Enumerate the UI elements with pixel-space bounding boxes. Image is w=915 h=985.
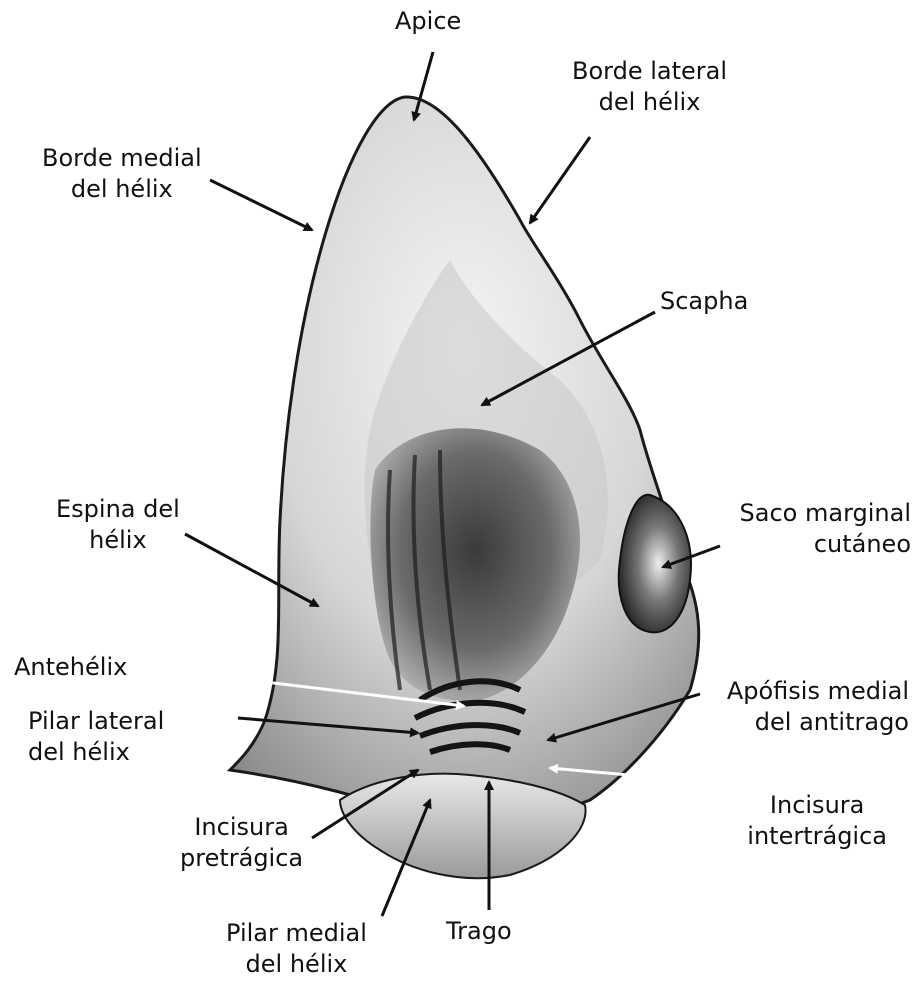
label-pilar-lateral-line2: del hélix: [28, 737, 164, 768]
label-scapha-line1: Scapha: [660, 286, 748, 317]
label-apofisis-line2: del antitrago: [727, 707, 909, 738]
label-incisura-pretragica-line1: Incisura: [180, 812, 303, 843]
label-borde-lateral-line1: Borde lateral: [572, 56, 727, 87]
label-saco-line1: Saco marginal: [740, 498, 911, 529]
label-incisura-intertragica-line2: intertrágica: [747, 821, 887, 852]
label-espina-line1: Espina del: [56, 494, 180, 525]
arrow-borde-lateral: [530, 137, 590, 223]
label-espina: Espina del hélix: [56, 494, 180, 556]
arrow-borde-medial: [210, 180, 312, 230]
label-incisura-intertragica-line1: Incisura: [747, 790, 887, 821]
label-incisura-intertragica: Incisura intertrágica: [747, 790, 887, 852]
label-pilar-medial-line1: Pilar medial: [226, 918, 367, 949]
label-incisura-pretragica: Incisura pretrágica: [180, 812, 303, 874]
label-apofisis-line1: Apófisis medial: [727, 676, 909, 707]
label-antehelix: Antehélix: [14, 652, 127, 683]
label-borde-lateral: Borde lateral del hélix: [572, 56, 727, 118]
label-borde-medial-line2: del hélix: [42, 174, 202, 205]
label-incisura-pretragica-line2: pretrágica: [180, 843, 303, 874]
label-espina-line2: hélix: [56, 525, 180, 556]
label-apofisis: Apófisis medial del antitrago: [727, 676, 909, 738]
label-pilar-lateral-line1: Pilar lateral: [28, 706, 164, 737]
label-borde-medial-line1: Borde medial: [42, 143, 202, 174]
label-trago-line1: Trago: [446, 916, 512, 947]
label-pilar-medial-line2: del hélix: [226, 949, 367, 980]
label-borde-lateral-line2: del hélix: [572, 87, 727, 118]
label-apice-line1: Apice: [395, 6, 461, 37]
label-saco: Saco marginal cutáneo: [740, 498, 911, 560]
label-trago: Trago: [446, 916, 512, 947]
label-apice: Apice: [395, 6, 461, 37]
label-saco-line2: cutáneo: [740, 529, 911, 560]
label-scapha: Scapha: [660, 286, 748, 317]
label-pilar-lateral: Pilar lateral del hélix: [28, 706, 164, 768]
tragus-base: [340, 774, 586, 878]
label-pilar-medial: Pilar medial del hélix: [226, 918, 367, 980]
label-antehelix-line1: Antehélix: [14, 652, 127, 683]
label-borde-medial: Borde medial del hélix: [42, 143, 202, 205]
marginal-skin-sac: [619, 495, 691, 632]
